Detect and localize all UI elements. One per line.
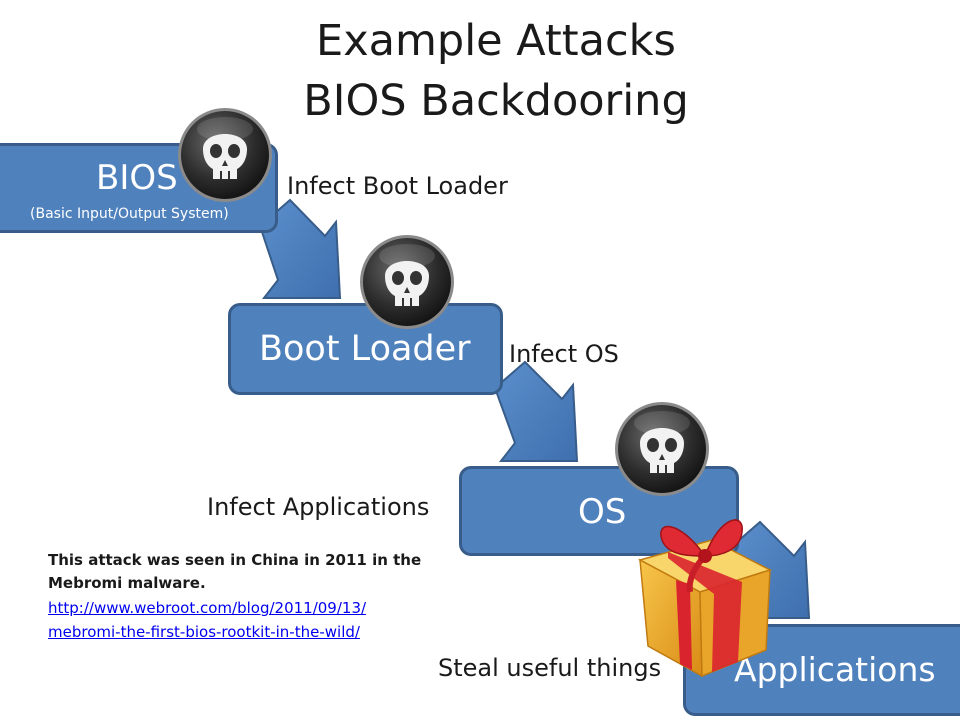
boot-loader-label: Boot Loader [259, 329, 471, 369]
label-infect-os: Infect OS [509, 340, 619, 368]
reference-link-line-2[interactable]: mebromi-the-first-bios-rootkit-in-the-wi… [48, 623, 360, 641]
arrow-boot-to-os [493, 360, 579, 462]
title-line-1: Example Attacks [316, 16, 676, 66]
skull-icon [178, 108, 272, 202]
bios-sublabel: (Basic Input/Output System) [30, 206, 229, 222]
skull-icon [615, 402, 709, 496]
arrow-bios-to-boot [258, 198, 342, 299]
label-infect-applications: Infect Applications [207, 493, 430, 521]
bios-label: BIOS [96, 158, 178, 198]
gift-box-icon [637, 519, 772, 678]
attack-note: This attack was seen in China in 2011 in… [48, 551, 422, 592]
boot-loader-box: Boot Loader [228, 303, 503, 395]
label-steal-useful-things: Steal useful things [438, 654, 662, 682]
os-label: OS [578, 492, 627, 532]
label-infect-boot-loader: Infect Boot Loader [287, 172, 508, 200]
title-line-2: BIOS Backdooring [303, 76, 689, 126]
skull-icon [360, 235, 454, 329]
applications-label: Applications [734, 650, 936, 689]
reference-link-line-1[interactable]: http://www.webroot.com/blog/2011/09/13/ [48, 599, 367, 617]
